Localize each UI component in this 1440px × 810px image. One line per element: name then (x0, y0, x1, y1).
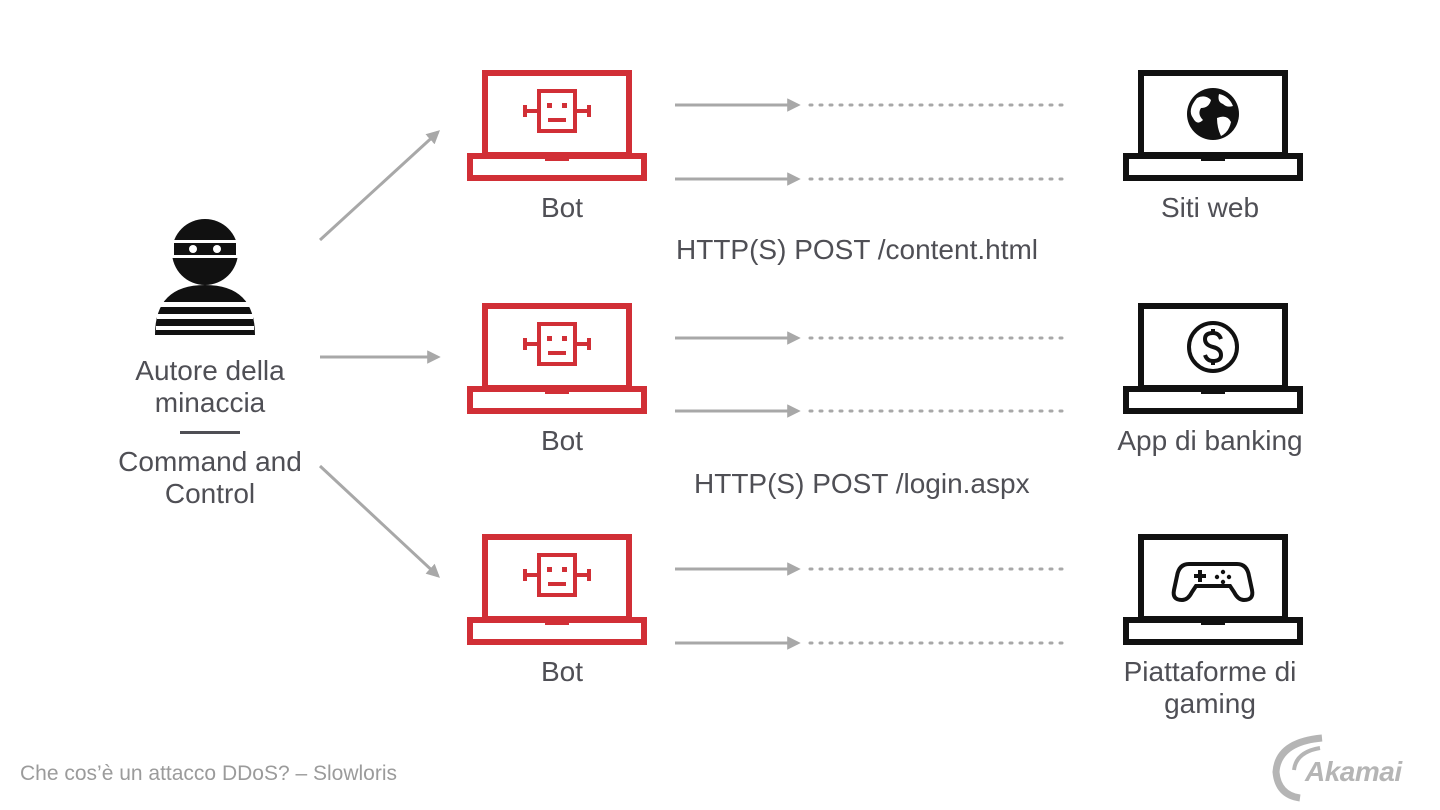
bots-group (467, 70, 647, 645)
actor-line-3: Command and (118, 446, 302, 477)
robot-icon (523, 322, 591, 366)
dollar-icon (1187, 321, 1239, 373)
bot-label-3: Bot (540, 656, 584, 687)
akamai-logo-icon (1272, 734, 1323, 802)
target-label-gaming: Piattaforme di gaming (1070, 656, 1350, 720)
request-label-1: HTTP(S) POST /content.html (676, 234, 1039, 265)
globe-icon (1187, 88, 1239, 140)
bot-label-2: Bot (540, 425, 584, 456)
actor-label: Autore della minaccia Command and Contro… (90, 355, 330, 510)
request-arrows (675, 98, 1072, 650)
robot-icon (523, 553, 591, 597)
actor-line-4: Control (164, 478, 256, 509)
actor-line-2: minaccia (154, 387, 266, 418)
actor-line-1: Autore della (135, 355, 285, 386)
divider (180, 431, 240, 434)
bot-laptop-2 (467, 303, 647, 414)
arrow-to-bot-1 (318, 130, 440, 242)
targets-group (1123, 70, 1303, 645)
target-laptop-banking (1123, 303, 1303, 414)
bot-laptop-3 (467, 534, 647, 645)
footer-caption: Che cos’è un attacco DDoS? – Slowloris (20, 762, 398, 785)
target-label-banking: App di banking (1117, 425, 1303, 456)
gamepad-icon (1171, 562, 1255, 603)
request-label-2: HTTP(S) POST /login.aspx (694, 468, 1030, 499)
bot-laptop-1 (467, 70, 647, 181)
target-label-gaming-line-2: gaming (1164, 688, 1256, 719)
target-label-websites: Siti web (1160, 192, 1260, 223)
bot-label-1: Bot (540, 192, 584, 223)
arrow-to-bot-3 (318, 464, 440, 578)
actor-arrows (318, 130, 441, 578)
akamai-logo-text: Akamai (1305, 756, 1402, 787)
hacker-icon (155, 219, 255, 335)
target-label-gaming-line-1: Piattaforme di (1123, 656, 1297, 687)
target-laptop-websites (1123, 70, 1303, 181)
target-laptop-gaming (1123, 534, 1303, 645)
robot-icon (523, 89, 591, 133)
